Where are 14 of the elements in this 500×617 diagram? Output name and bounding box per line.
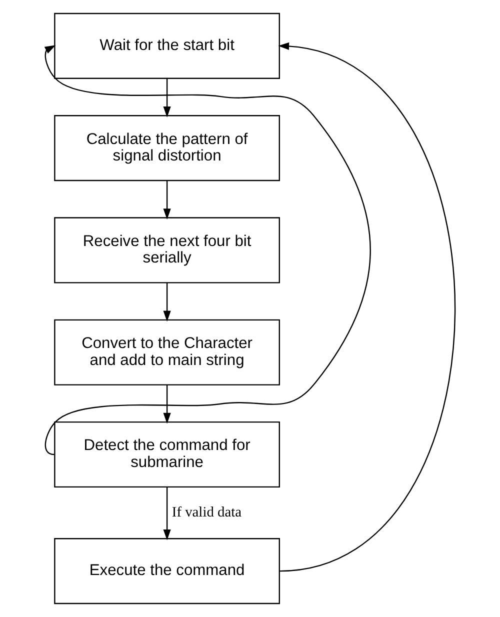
node-box: Wait for the start bit bbox=[54, 12, 280, 79]
node-box: Convert to the Character and add to main string bbox=[54, 319, 280, 386]
arrow bbox=[278, 42, 456, 572]
arrow bbox=[163, 282, 171, 322]
arrow bbox=[44, 45, 371, 456]
arrow bbox=[163, 180, 171, 220]
arrow bbox=[163, 487, 171, 540]
arrow bbox=[163, 78, 171, 118]
node-box: Execute the command bbox=[54, 538, 280, 604]
node-box: Calculate the pattern of signal distortion bbox=[54, 115, 280, 182]
arrow bbox=[163, 385, 171, 424]
edge-label: If valid data bbox=[172, 504, 242, 521]
node-box: Receive the next four bit serially bbox=[54, 217, 280, 284]
node-box: Detect the command for submarine bbox=[54, 421, 280, 488]
